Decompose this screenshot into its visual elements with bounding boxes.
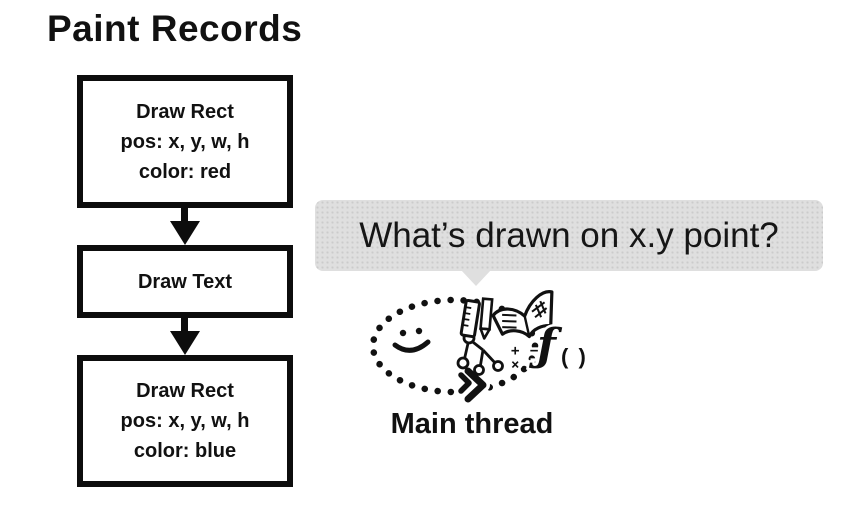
pencil-icon (479, 297, 494, 340)
tree-diagram-icon (456, 331, 504, 376)
flow-box-draw-rect-red: Draw Rect pos: x, y, w, h color: red (77, 75, 293, 208)
open-book-icon (491, 290, 554, 339)
math-row-2: × ÷ (511, 357, 539, 373)
chevron-arrow-icon (454, 364, 490, 406)
arrow-down-icon (170, 221, 200, 245)
box-line: Draw Rect (136, 380, 234, 402)
main-thread-illustration: + − × ÷ ƒ ( ) (369, 290, 589, 406)
box-line: color: red (138, 160, 232, 183)
box-line: pos: x, y, w, h (120, 410, 250, 432)
arrow-down-icon (181, 315, 188, 332)
ruler-icon (459, 298, 481, 339)
arrow-down-icon (170, 331, 200, 355)
speech-bubble: What’s drawn on x.y point? (315, 200, 823, 271)
flow-box-draw-text: Draw Text (77, 245, 293, 318)
speech-bubble-tail (461, 270, 491, 286)
dotted-ellipse-loop-icon (369, 296, 539, 396)
smiley-face-icon (392, 327, 431, 353)
function-parens-text: ( ) (561, 344, 588, 369)
function-notation: ƒ ( ) (526, 318, 589, 374)
main-thread-label: Main thread (390, 408, 554, 440)
math-symbols: + − × ÷ (509, 341, 541, 376)
speech-bubble-text: What’s drawn on x.y point? (359, 215, 779, 255)
math-row-1: + − (511, 343, 539, 359)
box-line: Draw Rect (136, 100, 234, 123)
box-line: pos: x, y, w, h (120, 130, 250, 153)
arrow-down-icon (181, 205, 188, 222)
box-line: Draw Text (137, 270, 233, 293)
page-title: Paint Records (47, 8, 303, 49)
box-line: color: blue (133, 440, 237, 462)
flow-box-draw-rect-blue: Draw Rect pos: x, y, w, h color: blue (77, 355, 293, 487)
